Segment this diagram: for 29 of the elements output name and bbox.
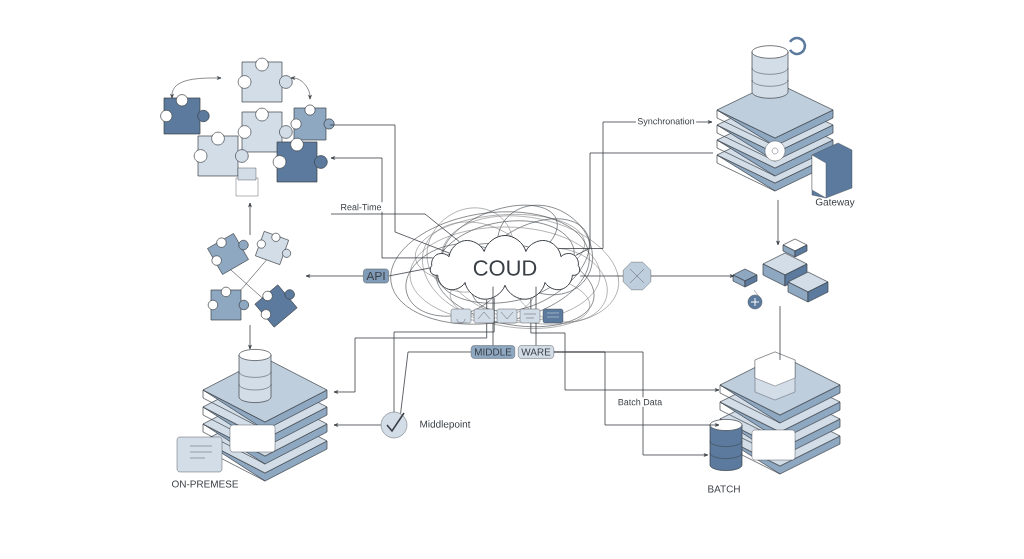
server-stack-drawing	[716, 36, 853, 199]
middleware-box: MIDDLE	[471, 345, 516, 359]
middleware-box: WARE	[518, 345, 554, 359]
node-caption: Middlepoint	[420, 420, 471, 430]
connector-arrow	[776, 199, 780, 246]
server-stack-drawing	[176, 349, 328, 482]
database-cylinder	[709, 419, 743, 471]
node-caption: Gateway	[815, 198, 855, 208]
connector-arrow	[333, 299, 488, 394]
edge-label: Real-Time	[339, 202, 383, 212]
node-caption: ON-PREMESE	[172, 480, 239, 488]
puzzle-drawing	[207, 231, 298, 328]
server-stack-drawing	[719, 351, 841, 475]
connector-arrow	[333, 423, 382, 427]
octagon-symbol	[623, 262, 651, 290]
module-blocks-drawing	[732, 238, 829, 310]
api-box: API	[363, 268, 389, 284]
connector-arrow	[305, 274, 364, 278]
connector-arrow	[330, 156, 434, 259]
node-caption: BATCH	[708, 485, 740, 493]
connector-arrow	[650, 274, 735, 278]
connector-arrow	[553, 351, 709, 457]
checkmark-circle	[380, 411, 408, 439]
puzzle-drawing	[160, 57, 335, 197]
connector-arrow	[530, 298, 720, 392]
edge-label: Batch Data	[616, 397, 664, 407]
connector-arrow	[248, 202, 252, 236]
connector-arrow	[248, 324, 252, 350]
edge-label: Synchronation	[635, 116, 697, 128]
